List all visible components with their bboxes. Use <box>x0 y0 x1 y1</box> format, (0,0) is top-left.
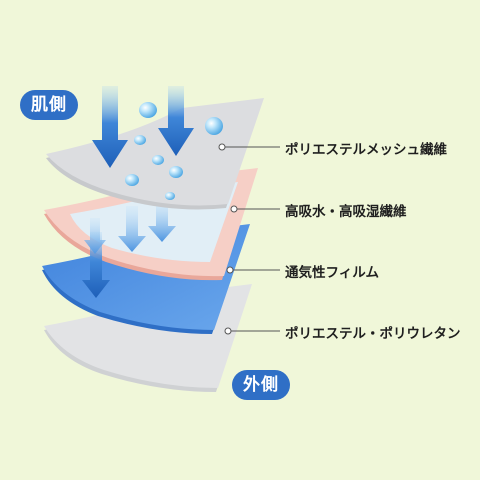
leader-lines <box>218 143 280 335</box>
moisture-arrows <box>92 86 194 168</box>
down-arrow-icon <box>82 232 110 298</box>
water-drop-icon <box>205 117 223 135</box>
label-breathable-film: 通気性フィルム <box>285 265 379 281</box>
leader-dot-outer <box>224 327 232 335</box>
down-arrow-icon <box>148 200 176 242</box>
down-arrow-icon <box>118 206 146 252</box>
water-drop-icon <box>169 166 183 178</box>
label-polyester-polyurethane: ポリエステル・ポリウレタン <box>285 326 461 342</box>
water-drop-icon <box>165 192 175 200</box>
water-drop-icon <box>125 174 139 186</box>
moisture-arrows-deep <box>82 232 110 298</box>
leader-dot-film <box>226 266 234 274</box>
leader-dot-mesh <box>218 143 226 151</box>
outer-side-badge: 外側 <box>232 370 290 400</box>
leader-dot-absorbent <box>230 205 238 213</box>
down-arrow-icon <box>92 86 128 168</box>
label-absorbent-fiber: 高吸水・高吸湿繊維 <box>285 204 407 220</box>
down-arrow-icon <box>158 86 194 156</box>
skin-side-badge: 肌側 <box>20 90 78 120</box>
water-drop-icon <box>139 102 157 118</box>
label-polyester-mesh: ポリエステルメッシュ繊維 <box>285 142 447 158</box>
water-drop-icon <box>134 135 146 145</box>
water-drops <box>125 102 223 200</box>
water-drop-icon <box>152 155 164 165</box>
